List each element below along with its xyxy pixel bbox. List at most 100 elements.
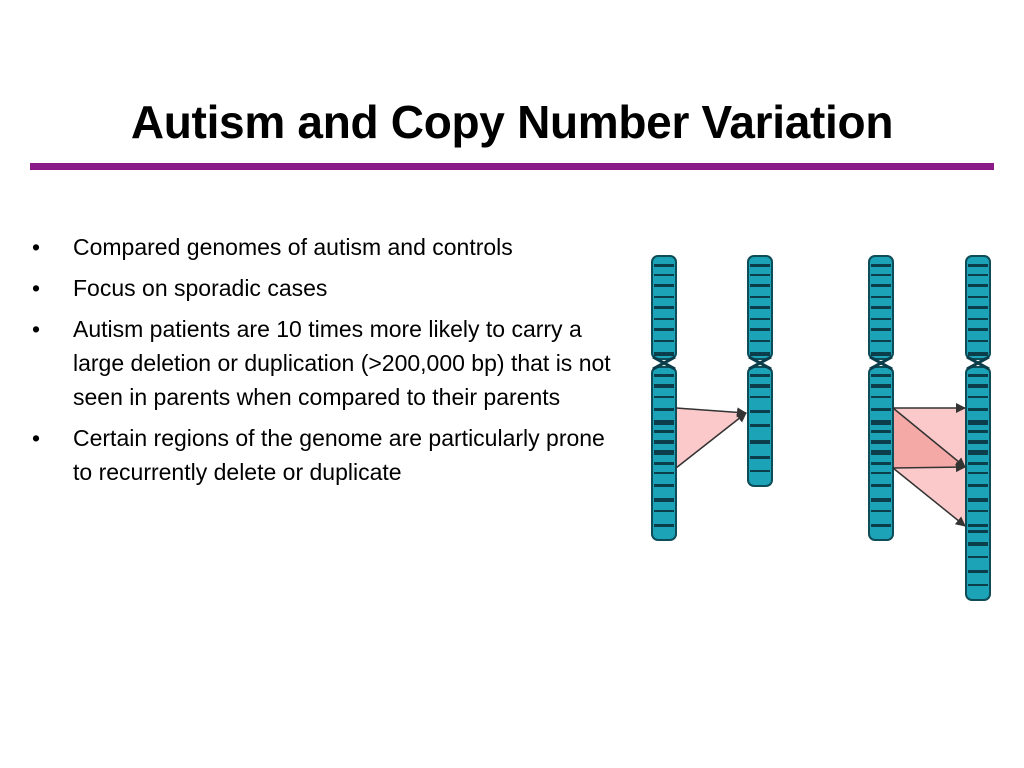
chromosome-band	[871, 430, 891, 433]
duplication-arrow-3	[892, 462, 966, 473]
chromosome-band	[654, 462, 674, 465]
chromosome-band	[654, 352, 674, 356]
centromere	[652, 355, 676, 371]
chromosome-band	[654, 408, 674, 411]
chromosome-band	[968, 340, 988, 342]
chromosome-band	[750, 470, 770, 472]
chromosome-band	[968, 484, 988, 487]
title-divider-bar	[30, 163, 994, 170]
duplication-arrow-2	[892, 407, 966, 468]
chromosome-band	[871, 498, 891, 502]
chromosome-child-duplicated	[965, 255, 991, 601]
chromosome-band	[968, 530, 988, 533]
chromosome-band	[968, 408, 988, 411]
chromosome-band	[871, 408, 891, 411]
chromosome-band	[968, 510, 988, 512]
deletion-arrow-top	[675, 407, 747, 418]
chromosome-band	[968, 440, 988, 444]
chromosome-band	[750, 410, 770, 413]
chromosome-band	[871, 306, 891, 309]
chromosome-band	[750, 456, 770, 459]
chromosome-band	[968, 274, 988, 276]
chromosome-band	[871, 440, 891, 444]
chromosome-band	[654, 450, 674, 455]
chromosome-band	[968, 430, 988, 433]
chromosome-band	[871, 524, 891, 527]
bullet-item: • Compared genomes of autism and control…	[30, 230, 630, 264]
chromosome-band	[968, 396, 988, 398]
chromosome-band	[871, 510, 891, 512]
chromosome-band	[968, 374, 988, 377]
centromere	[966, 355, 990, 371]
chromosome-band	[750, 284, 770, 287]
cnv-diagram	[651, 255, 991, 601]
chromosome-band	[654, 340, 674, 342]
chromosome-band	[750, 306, 770, 309]
chromosome-band	[654, 284, 674, 287]
chromosome-band	[968, 284, 988, 287]
chromosome-band	[968, 472, 988, 474]
chromosome-parent-duplication	[868, 255, 894, 541]
chromosome-band	[654, 420, 674, 425]
chromosome-band	[968, 328, 988, 331]
chromosome-band	[968, 352, 988, 356]
chromosome-band	[871, 274, 891, 276]
chromosome-band	[871, 352, 891, 356]
chromosome-band	[968, 542, 988, 546]
chromosome-band	[654, 264, 674, 267]
chromosome-band	[968, 584, 988, 586]
bullet-item: • Focus on sporadic cases	[30, 271, 630, 305]
chromosome-long-arm	[965, 366, 991, 601]
chromosome-band	[654, 328, 674, 331]
chromosome-band	[968, 524, 988, 527]
chromosome-band	[968, 296, 988, 298]
chromosome-band	[871, 484, 891, 487]
chromosome-band	[654, 484, 674, 487]
chromosome-band	[871, 328, 891, 331]
chromosome-band	[750, 396, 770, 398]
centromere	[869, 355, 893, 371]
chromosome-parent-deletion	[651, 255, 677, 541]
chromosome-band	[750, 374, 770, 377]
bullet-marker: •	[32, 316, 41, 342]
deletion-arrow-bottom	[675, 412, 747, 469]
chromosome-band	[750, 352, 770, 356]
chromosome-band	[750, 328, 770, 331]
bullet-marker: •	[32, 275, 41, 301]
chromosome-band	[871, 472, 891, 474]
chromosome-band	[654, 296, 674, 298]
bullet-item: • Autism patients are 10 times more like…	[30, 312, 630, 414]
chromosome-band	[654, 430, 674, 433]
chromosome-band	[654, 524, 674, 527]
bullet-text: Focus on sporadic cases	[73, 275, 328, 301]
chromosome-band	[968, 462, 988, 465]
chromosome-band	[654, 274, 674, 276]
chromosome-band	[871, 296, 891, 298]
chromosome-band	[654, 374, 674, 377]
chromosome-band	[750, 264, 770, 267]
bullet-marker: •	[32, 234, 41, 260]
chromosome-band	[968, 556, 988, 558]
chromosome-band	[654, 510, 674, 512]
chromosome-band	[654, 384, 674, 388]
chromosome-band	[871, 396, 891, 398]
bullet-marker: •	[32, 425, 41, 451]
chromosome-band	[871, 318, 891, 320]
chromosome-band	[871, 374, 891, 377]
chromosome-band	[968, 264, 988, 267]
bullet-text: Certain regions of the genome are partic…	[73, 425, 605, 485]
chromosome-band	[750, 318, 770, 320]
chromosome-band	[750, 340, 770, 342]
chromosome-band	[654, 440, 674, 444]
chromosome-band	[871, 264, 891, 267]
chromosome-band	[968, 318, 988, 320]
chromosome-band	[654, 306, 674, 309]
bullet-list: • Compared genomes of autism and control…	[30, 230, 630, 496]
chromosome-band	[654, 472, 674, 474]
chromosome-band	[750, 274, 770, 276]
chromosome-band	[750, 384, 770, 388]
chromosome-band	[968, 420, 988, 425]
chromosome-band	[871, 420, 891, 425]
chromosome-band	[871, 284, 891, 287]
bullet-text: Autism patients are 10 times more likely…	[73, 316, 611, 410]
